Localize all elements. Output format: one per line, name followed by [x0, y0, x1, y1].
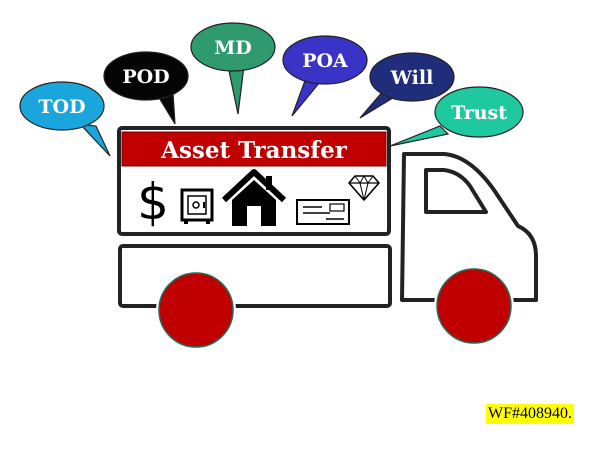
- asset-transfer-banner: [121, 131, 387, 167]
- asset-transfer-label: Asset Transfer: [160, 137, 348, 164]
- bubble-will: Will: [359, 52, 455, 119]
- bubble-tod-label: TOD: [38, 96, 85, 118]
- check-icon: [296, 199, 350, 225]
- bubble-pod-label: POD: [122, 66, 169, 88]
- bubble-poa-label: POA: [302, 50, 348, 72]
- dollar-icon: $: [137, 173, 169, 231]
- safe-icon: [180, 188, 214, 224]
- bubble-md-label: MD: [214, 37, 252, 59]
- bubble-will-label: Will: [390, 67, 434, 89]
- house-icon: [221, 169, 287, 226]
- bubble-md: MD: [190, 22, 276, 115]
- bubble-pod: POD: [103, 51, 189, 125]
- bubble-tod: TOD: [19, 81, 111, 157]
- bubble-trust: Trust: [389, 86, 524, 147]
- workflow-id-label: WF#408940.: [486, 404, 574, 424]
- cab-window: [424, 168, 488, 214]
- diamond-icon: [348, 174, 380, 201]
- bubble-poa: POA: [282, 35, 368, 117]
- bubble-trust-label: Trust: [451, 102, 507, 124]
